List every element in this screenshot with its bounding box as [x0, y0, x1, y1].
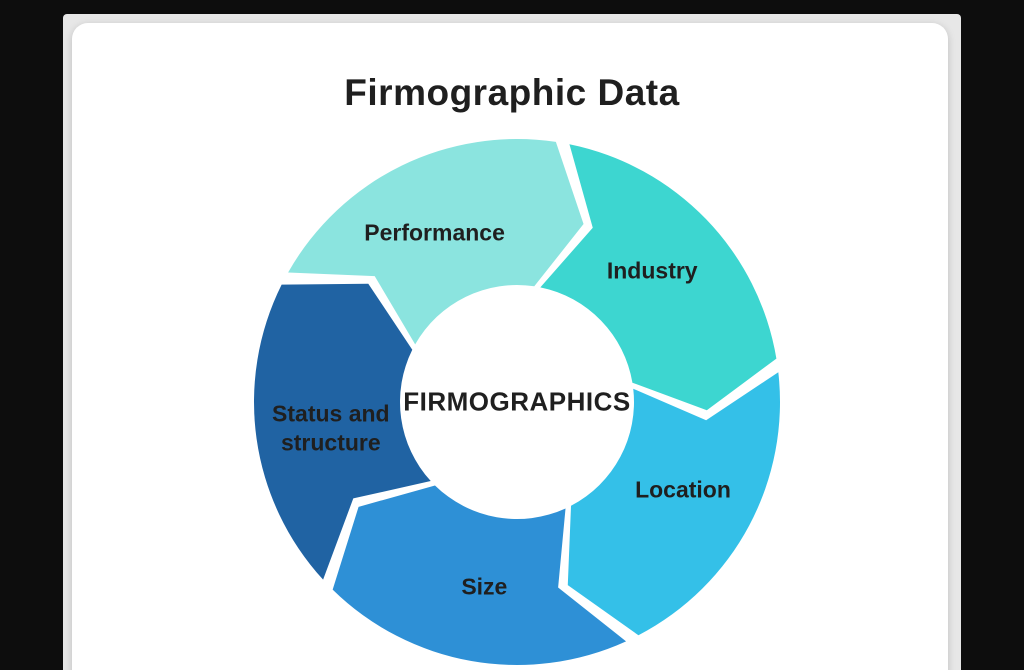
diagram-center-label: FIRMOGRAPHICS: [403, 386, 631, 417]
diagram-title: Firmographic Data: [344, 72, 680, 113]
segment-label-industry: Industry: [606, 258, 698, 285]
segment-performance: [288, 139, 584, 345]
segment-label-size: Size: [461, 573, 508, 600]
segment-label-location: Location: [635, 476, 731, 503]
segment-label-performance: Performance: [364, 219, 505, 246]
segment-status-and-structure: [254, 283, 431, 580]
segment-location: [567, 372, 780, 636]
segment-label-status-and-structure: Status and structure: [272, 400, 390, 456]
segment-size: [332, 485, 627, 665]
segment-industry: [540, 144, 777, 411]
